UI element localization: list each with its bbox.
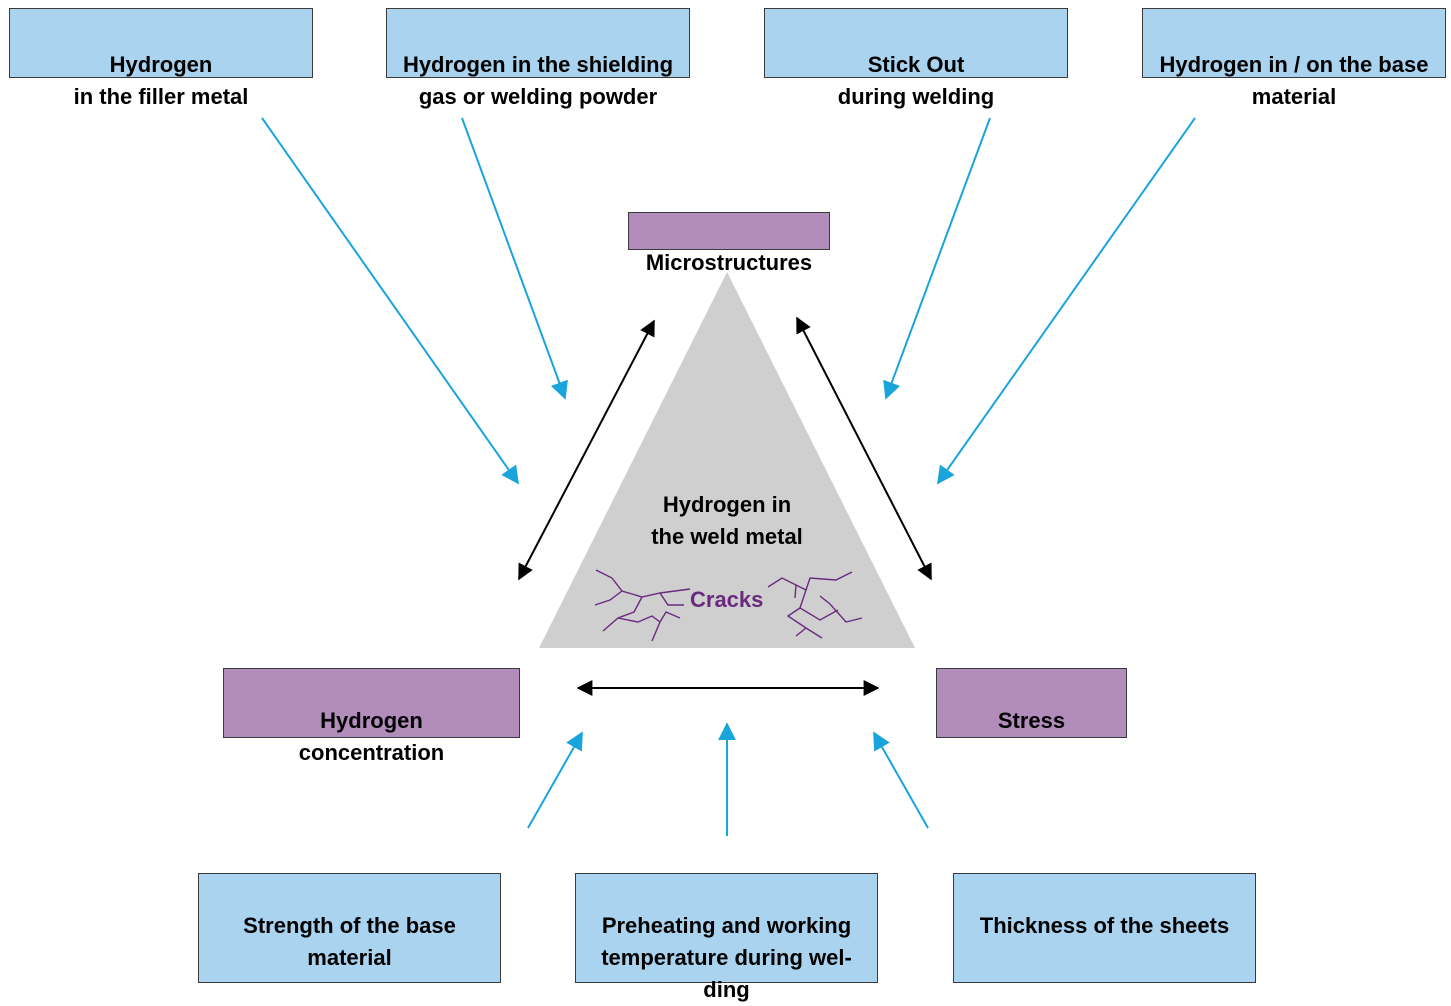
factor-base-material-label: Hydrogen in / on the base material (1159, 52, 1429, 109)
factor-shielding-gas: Hydrogen in the shielding gas or welding… (386, 8, 690, 109)
factor-preheating-label: Preheating and working temperature durin… (601, 913, 852, 1002)
arrow-base-material (936, 117, 1196, 485)
arrow-shielding-gas (461, 117, 568, 400)
microstructures-box: Microstructures (628, 212, 830, 275)
factor-strength: Strength of the base material (198, 873, 501, 983)
arrow-strength (527, 731, 583, 829)
factor-base-material: Hydrogen in / on the base material (1142, 8, 1446, 109)
factor-filler-metal-label: Hydrogen in the filler metal (73, 52, 249, 109)
factor-stick-out-label: Stick Out during welding (837, 52, 995, 109)
cracks-label: Cracks (690, 587, 764, 612)
arrow-thickness (873, 731, 929, 829)
hydrogen-concentration-box: Hydrogen concentration (223, 668, 520, 765)
factor-stick-out: Stick Out during welding (764, 8, 1068, 109)
factor-preheating: Preheating and working temperature durin… (575, 873, 878, 1002)
relation-left (518, 319, 655, 581)
factor-thickness-label: Thickness of the sheets (979, 913, 1230, 938)
weld-metal-label: Hydrogen in the weld metal (651, 492, 803, 549)
factor-filler-metal: Hydrogen in the filler metal (9, 8, 313, 109)
stress-label: Stress (997, 708, 1066, 733)
microstructures-label: Microstructures (645, 250, 813, 275)
arrow-filler-metal (261, 117, 520, 485)
factor-strength-label: Strength of the base material (243, 913, 456, 970)
factor-thickness: Thickness of the sheets (953, 873, 1256, 983)
relation-right (796, 316, 932, 581)
hydrogen-concentration-label: Hydrogen concentration (298, 708, 445, 765)
arrow-stick-out (883, 117, 991, 400)
stress-box: Stress (936, 668, 1127, 738)
diagram-canvas (261, 117, 1196, 836)
factor-shielding-gas-label: Hydrogen in the shielding gas or welding… (402, 52, 674, 109)
